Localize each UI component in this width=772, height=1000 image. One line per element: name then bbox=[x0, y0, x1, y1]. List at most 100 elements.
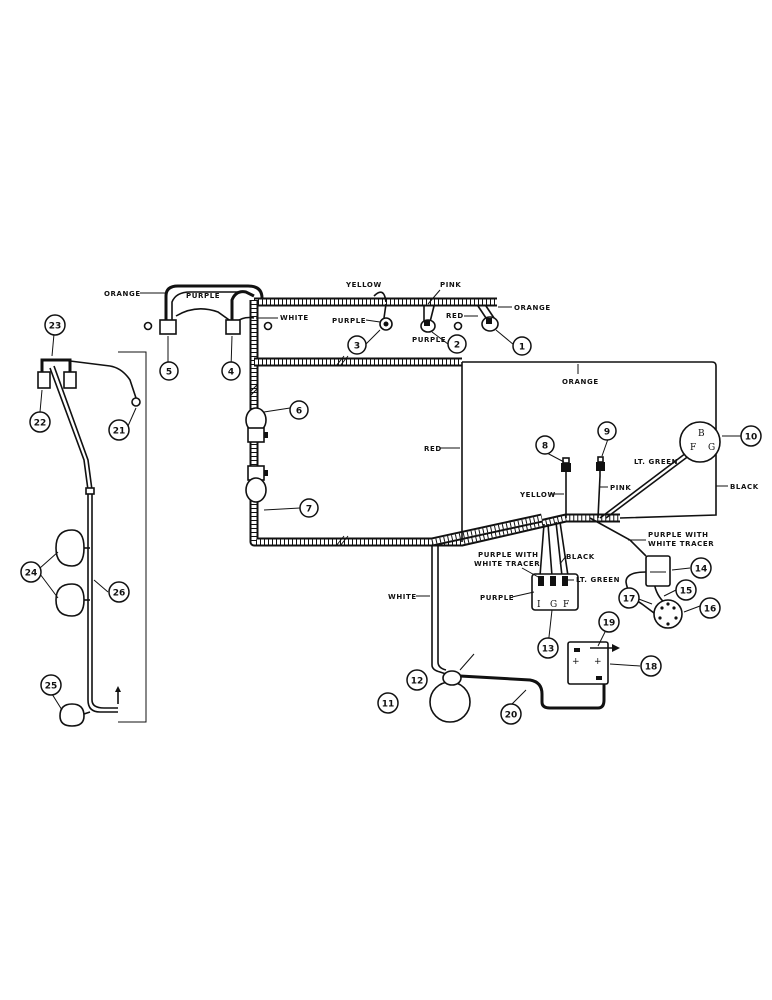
battery-terminal-bottom: + bbox=[594, 657, 602, 667]
callout-21: 21 bbox=[108, 419, 130, 441]
label-purple-tracer-left: PURPLE WITH bbox=[478, 551, 539, 559]
label-orange-top-right: ORANGE bbox=[514, 304, 551, 312]
reg-terminal-g: G bbox=[550, 600, 557, 610]
svg-text:15: 15 bbox=[680, 587, 693, 597]
wire-labels: ORANGE PURPLE WHITE YELLOW PINK ORANGE P… bbox=[104, 281, 759, 602]
svg-text:10: 10 bbox=[745, 433, 758, 443]
label-yellow-mid: YELLOW bbox=[519, 491, 556, 499]
label-purple-lower: PURPLE bbox=[480, 594, 514, 602]
top-wires bbox=[164, 284, 495, 323]
callout-1: 1 bbox=[512, 336, 532, 356]
label-orange-main: ORANGE bbox=[562, 378, 599, 386]
svg-text:14: 14 bbox=[695, 565, 708, 575]
svg-text:1: 1 bbox=[519, 343, 525, 353]
mounting-hole-right bbox=[453, 321, 463, 331]
connector-4 bbox=[225, 319, 241, 335]
callout-22: 22 bbox=[29, 411, 51, 433]
label-purple-top: PURPLE bbox=[186, 292, 220, 300]
label-purple-switch2: PURPLE bbox=[412, 336, 446, 344]
headlight-connector-7 bbox=[245, 465, 268, 503]
svg-text:17: 17 bbox=[623, 595, 636, 605]
lamp-24-upper bbox=[55, 529, 90, 567]
callout-15: 15 bbox=[675, 579, 697, 601]
label-pink-top: PINK bbox=[440, 281, 461, 289]
callouts: 1 2 3 4 5 6 7 8 9 10 11 12 13 14 15 16 1… bbox=[20, 314, 762, 725]
label-purple-switch3: PURPLE bbox=[332, 317, 366, 325]
connector-23 bbox=[63, 371, 77, 389]
gen-terminal-f: F bbox=[690, 443, 696, 453]
callout-19: 19 bbox=[598, 611, 620, 633]
distributor-16 bbox=[653, 599, 683, 629]
svg-text:19: 19 bbox=[603, 619, 616, 629]
gen-terminal-g: G bbox=[708, 443, 715, 453]
callout-11: 11 bbox=[377, 692, 399, 714]
label-yellow-top: YELLOW bbox=[345, 281, 382, 289]
callout-2: 2 bbox=[447, 334, 467, 354]
svg-text:13: 13 bbox=[542, 645, 555, 655]
mounting-hole-left bbox=[143, 321, 153, 331]
svg-text:8: 8 bbox=[542, 442, 548, 452]
reg-terminal-f: F bbox=[563, 600, 569, 610]
starter-solenoid-12 bbox=[442, 670, 462, 686]
label-white-lower: WHITE bbox=[388, 593, 417, 601]
callout-24: 24 bbox=[20, 561, 42, 583]
gen-terminal-b: B bbox=[698, 429, 705, 439]
svg-text:4: 4 bbox=[228, 368, 234, 378]
svg-text:5: 5 bbox=[166, 368, 172, 378]
callout-23: 23 bbox=[44, 314, 66, 336]
callout-17: 17 bbox=[618, 587, 640, 609]
svg-text:7: 7 bbox=[306, 505, 312, 515]
svg-text:23: 23 bbox=[49, 322, 62, 332]
label-pink-mid: PINK bbox=[610, 484, 631, 492]
lamp-25 bbox=[59, 703, 91, 727]
mounting-hole-mid bbox=[263, 321, 273, 331]
label-purple-tracer-right: PURPLE WITH bbox=[648, 531, 709, 539]
callout-18: 18 bbox=[640, 655, 662, 677]
lamp-24-lower bbox=[55, 583, 90, 617]
svg-text:21: 21 bbox=[113, 427, 126, 437]
connector-5 bbox=[159, 319, 177, 335]
ignition-coil-14 bbox=[645, 555, 671, 587]
callout-16: 16 bbox=[699, 597, 721, 619]
callout-10: 10 bbox=[740, 425, 762, 447]
callout-5: 5 bbox=[159, 361, 179, 381]
callout-13: 13 bbox=[537, 637, 559, 659]
svg-text:3: 3 bbox=[354, 342, 360, 352]
svg-text:25: 25 bbox=[45, 682, 58, 692]
svg-text:11: 11 bbox=[382, 700, 395, 710]
callout-14: 14 bbox=[690, 557, 712, 579]
callout-8: 8 bbox=[535, 435, 555, 455]
generator-10 bbox=[679, 421, 721, 463]
label-red-main: RED bbox=[424, 445, 442, 453]
callout-25: 25 bbox=[40, 674, 62, 696]
callout-9: 9 bbox=[597, 421, 617, 441]
label-purple-tracer-right-2: WHITE TRACER bbox=[648, 540, 714, 548]
svg-text:22: 22 bbox=[34, 419, 47, 429]
callout-4: 4 bbox=[221, 361, 241, 381]
label-lt-green-top: LT. GREEN bbox=[634, 458, 678, 466]
svg-text:12: 12 bbox=[411, 677, 424, 687]
terminal-letters: B F G I G F + + bbox=[537, 429, 715, 667]
rear-light-harness bbox=[37, 351, 147, 727]
svg-text:20: 20 bbox=[505, 711, 518, 721]
sender-8 bbox=[561, 457, 571, 472]
starter-11 bbox=[429, 681, 471, 723]
svg-text:18: 18 bbox=[645, 663, 658, 673]
callout-12: 12 bbox=[406, 669, 428, 691]
label-black-right: BLACK bbox=[730, 483, 759, 491]
callout-20: 20 bbox=[500, 703, 522, 725]
ground-21 bbox=[131, 397, 141, 407]
reg-terminal-i: I bbox=[537, 600, 541, 610]
label-black-mid: BLACK bbox=[566, 553, 595, 561]
sender-9 bbox=[596, 456, 605, 471]
battery-18 bbox=[567, 641, 609, 685]
svg-text:2: 2 bbox=[454, 341, 460, 351]
svg-text:24: 24 bbox=[25, 569, 38, 579]
battery-terminal-top: + bbox=[572, 657, 580, 667]
svg-text:9: 9 bbox=[604, 428, 610, 438]
callout-7: 7 bbox=[299, 498, 319, 518]
label-purple-tracer-left-2: WHITE TRACER bbox=[474, 560, 540, 568]
label-orange-top-left: ORANGE bbox=[104, 290, 141, 298]
svg-text:26: 26 bbox=[113, 589, 126, 599]
